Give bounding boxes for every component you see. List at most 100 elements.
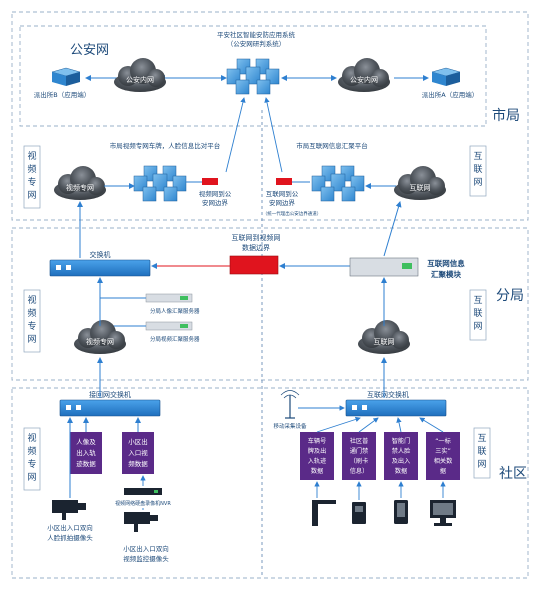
city-video-cloud-label: 视频专网	[66, 183, 94, 192]
link-video-boundary-up	[225, 97, 246, 173]
mobile-device-label: 移动采集设备	[273, 422, 307, 430]
camera-icon	[52, 500, 86, 520]
data-box	[342, 432, 376, 480]
top-server-cluster	[226, 58, 280, 95]
top-platform-title: 平安社区智能安防应用系统	[217, 30, 296, 39]
status-led-icon	[180, 324, 188, 328]
station-a-label: 派出所A（应用端）	[422, 90, 478, 99]
data-box-entrance-video: 小区出 入口视 频数据	[122, 432, 154, 474]
zone-city-bureau	[11, 11, 529, 221]
port-icon	[66, 405, 71, 410]
link-aggregation-up	[383, 201, 402, 257]
city-right-platform-title: 市局互联网信息汇聚平台	[296, 141, 368, 150]
cloud-icon	[338, 58, 390, 92]
data-box-line: 三实”	[435, 447, 451, 455]
vlabel-char: 联	[477, 446, 486, 457]
branch-video-switch: 交换机	[49, 250, 151, 277]
vlabel-char: 网	[473, 177, 482, 188]
face-camera: 小区出入口双向 人脸抓拍摄像头	[47, 500, 93, 542]
community-internet-switch-label: 互联网交换机	[367, 390, 409, 399]
vlabel-box-video-2	[23, 289, 41, 353]
data-box-line: 及出入	[392, 457, 411, 465]
antenna-icon	[280, 390, 300, 419]
mobile-device: 移动采集设备	[273, 390, 307, 430]
branch-internet-cloud: 互联网	[358, 320, 410, 354]
community-video-switch: 接回网交换机	[59, 390, 161, 417]
zone-branch-bureau	[11, 227, 529, 381]
community-video-switch-label: 接回网交换机	[89, 390, 131, 399]
port-icon	[352, 405, 357, 410]
boundary-internet-police-icon	[276, 178, 292, 185]
data-box-face-tracks: 人像及 出入轨 迹数据	[70, 432, 102, 474]
link-data-right-2	[358, 417, 379, 433]
aggregation-module: 互联网信息 汇聚模块	[349, 257, 465, 279]
face-camera-l2: 人脸抓拍摄像头	[47, 533, 93, 542]
city-left-platform-title: 市局视频专网车牌，人脸信息比对平台	[110, 141, 221, 150]
status-led-icon	[402, 263, 412, 269]
police-cloud-right-label: 公安内网	[350, 75, 378, 84]
link-data-right-1	[316, 416, 361, 433]
vlabel-char: 频	[27, 445, 36, 457]
vlabel-box-video-1	[23, 145, 41, 209]
vlabel-internet-2: 互 联 网	[473, 295, 482, 332]
vlabel-video-net-1: 视 频 专 网	[27, 150, 36, 201]
city-left-server-cluster	[133, 165, 187, 202]
community-internet-switch: 互联网交换机	[345, 390, 447, 417]
data-box-line: 禁人脸	[392, 447, 411, 455]
branch-video-cloud-label: 视频专网	[86, 337, 114, 346]
data-box	[384, 432, 418, 480]
data-box-line: 人像及	[76, 437, 96, 446]
branch-server-1-label: 分局人像汇聚服务器	[150, 307, 200, 315]
workstation-icon	[51, 67, 81, 86]
data-box-line: 数据	[311, 467, 323, 475]
boundary-video-police-l2: 安网边界	[202, 198, 229, 207]
port-icon	[76, 405, 81, 410]
data-box-line: “一标	[435, 437, 451, 445]
data-box-line: （刷卡	[350, 457, 369, 465]
face-camera-l1: 小区出入口双向	[47, 523, 93, 532]
data-box-line: 入口视	[128, 448, 148, 457]
nvr-label: 视频网络硬盘录像机NVR	[115, 500, 171, 507]
branch-internet-cloud-label: 互联网	[374, 337, 395, 346]
cloud-icon	[394, 166, 446, 200]
data-box-one-standard: “一标 三实” 相关数 据	[426, 432, 460, 480]
vlabel-char: 网	[27, 472, 36, 483]
vlabel-video-net-3: 视 频 专 网	[27, 432, 36, 483]
vlabel-char: 专	[27, 458, 36, 470]
switch-icon	[345, 399, 447, 417]
station-b: 派出所B（应用端）	[34, 67, 90, 99]
data-box-line: 信息）	[350, 467, 369, 475]
card-reader-icon	[352, 502, 366, 524]
vlabel-char: 视	[27, 150, 36, 162]
station-b-label: 派出所B（应用端）	[34, 90, 90, 99]
branch-server-1: 分局人像汇聚服务器	[145, 293, 200, 315]
boundary-internet-police-l1: 互联网到公	[266, 189, 299, 198]
vlabel-char: 专	[27, 320, 36, 332]
boundary-internet-police-note: （统一代理出公安边界通道）	[263, 210, 322, 217]
boundary-video-police-l1: 视频网到公	[199, 189, 232, 198]
vlabel-char: 联	[473, 164, 482, 175]
zone-community	[11, 387, 529, 579]
boundary-internet-video-icon	[229, 255, 279, 275]
vlabel-box-internet-2	[469, 289, 487, 341]
branch-video-switch-label: 交换机	[90, 250, 111, 259]
boundary-video-police-icon	[202, 178, 218, 185]
branch-server-2-label: 分局视频汇聚服务器	[150, 335, 200, 343]
nvr: 视频网络硬盘录像机NVR	[115, 488, 171, 507]
police-cloud-left: 公安内网	[114, 58, 166, 92]
nvr-icon	[124, 488, 162, 495]
vlabel-char: 网	[27, 190, 36, 201]
camera-icon	[124, 512, 158, 532]
data-box-access-card: 社区普 通门禁 （刷卡 信息）	[342, 432, 376, 480]
boundary-internet-police-l2: 安网边界	[269, 198, 296, 207]
data-box-line: 牌及出	[308, 447, 327, 455]
rack-server-icon	[349, 257, 419, 277]
barrier-gate-icon	[312, 500, 336, 526]
port-icon	[362, 405, 367, 410]
video-camera-l1: 小区出入口双向	[123, 544, 169, 553]
data-box-line: 入轨迹	[308, 457, 327, 465]
aggregation-module-l1: 互联网信息	[427, 258, 465, 268]
data-box-vehicle-plates: 车辆号 牌及出 入轨迹 数据	[300, 432, 334, 480]
vlabel-internet-1: 互 联 网	[473, 151, 482, 188]
